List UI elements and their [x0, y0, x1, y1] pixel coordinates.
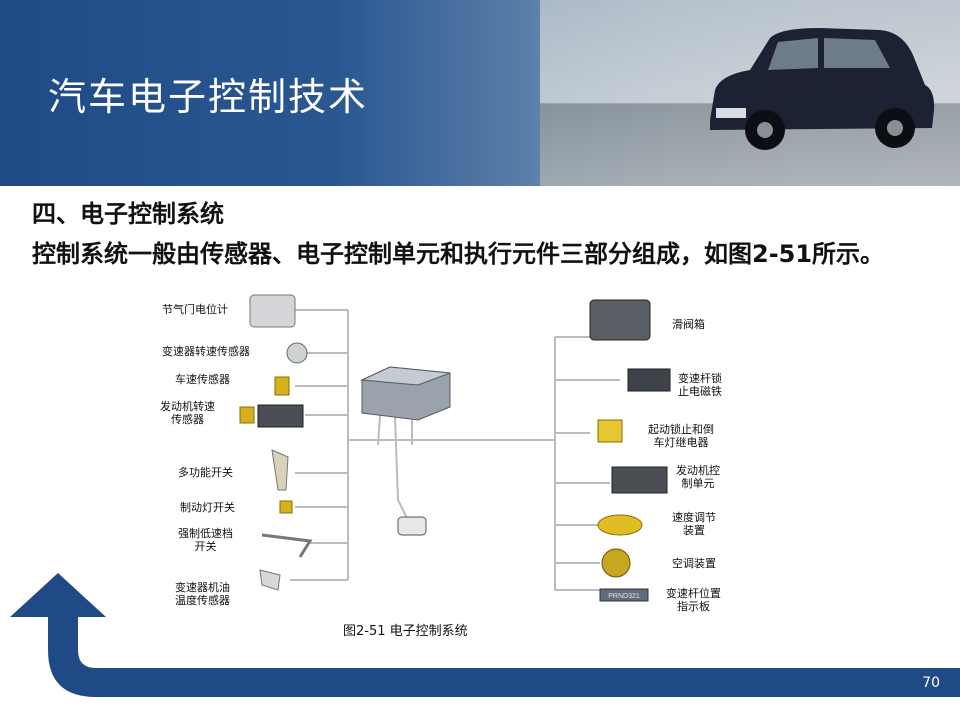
- page-number: 70: [922, 675, 940, 691]
- engine-control-unit-icon: [612, 467, 667, 493]
- actuator-label-4: 发动机控 制单元: [676, 464, 720, 490]
- air-conditioner-icon: [602, 549, 630, 577]
- brake-switch-icon: [280, 501, 292, 513]
- starter-relay-icon: [598, 420, 622, 442]
- speed-control-icon: [598, 515, 642, 535]
- indicator-text: PRND321: [608, 593, 640, 600]
- engine-speed-sensor-icon: [240, 407, 254, 423]
- sensor-label-1: 节气门电位计: [162, 303, 228, 316]
- engine-speed-sensor-body-icon: [258, 405, 303, 427]
- sensor-label-6: 制动灯开关: [180, 501, 235, 514]
- speed-sensor-icon: [287, 343, 307, 363]
- actuator-label-5: 速度调节 装置: [672, 511, 716, 537]
- valve-body-icon: [590, 300, 650, 340]
- control-system-diagram: PRND321: [150, 285, 750, 655]
- slide-title: 汽车电子控制技术: [48, 66, 368, 121]
- kickdown-switch-icon: [262, 535, 310, 557]
- shift-lock-solenoid-icon: [628, 369, 670, 391]
- header-banner: 汽车电子控制技术: [0, 0, 960, 186]
- figure-caption: 图2-51 电子控制系统: [343, 620, 468, 639]
- oil-temp-sensor-icon: [260, 570, 280, 590]
- taxi-icon: [690, 10, 940, 170]
- diagnostic-connector-icon: [398, 517, 426, 535]
- actuator-label-1: 滑阀箱: [672, 318, 705, 331]
- sensor-label-7: 强制低速档 开关: [178, 527, 233, 553]
- multifunction-switch-icon: [272, 450, 288, 490]
- ecu-icon: [362, 367, 450, 420]
- body-text: 控制系统一般由传感器、电子控制单元和执行元件三部分组成，如图2-51所示。: [32, 236, 932, 272]
- sensor-label-5: 多功能开关: [178, 466, 233, 479]
- connection-lines: [290, 310, 620, 590]
- sensor-label-4: 发动机转速 传感器: [160, 400, 215, 426]
- sensor-label-8: 变速器机油 温度传感器: [175, 581, 230, 607]
- section-heading: 四、电子控制系统: [32, 194, 224, 229]
- sensor-label-2: 变速器转速传感器: [162, 345, 250, 358]
- sensor-label-3: 车速传感器: [175, 373, 230, 386]
- actuator-label-3: 起动锁止和倒 车灯继电器: [648, 423, 714, 449]
- actuator-label-6: 空调装置: [672, 557, 716, 570]
- actuator-label-2: 变速杆锁 止电磁铁: [678, 372, 722, 398]
- actuator-label-7: 变速杆位置 指示板: [666, 587, 721, 613]
- vehicle-speed-sensor-icon: [275, 377, 289, 395]
- throttle-sensor-icon: [250, 295, 295, 327]
